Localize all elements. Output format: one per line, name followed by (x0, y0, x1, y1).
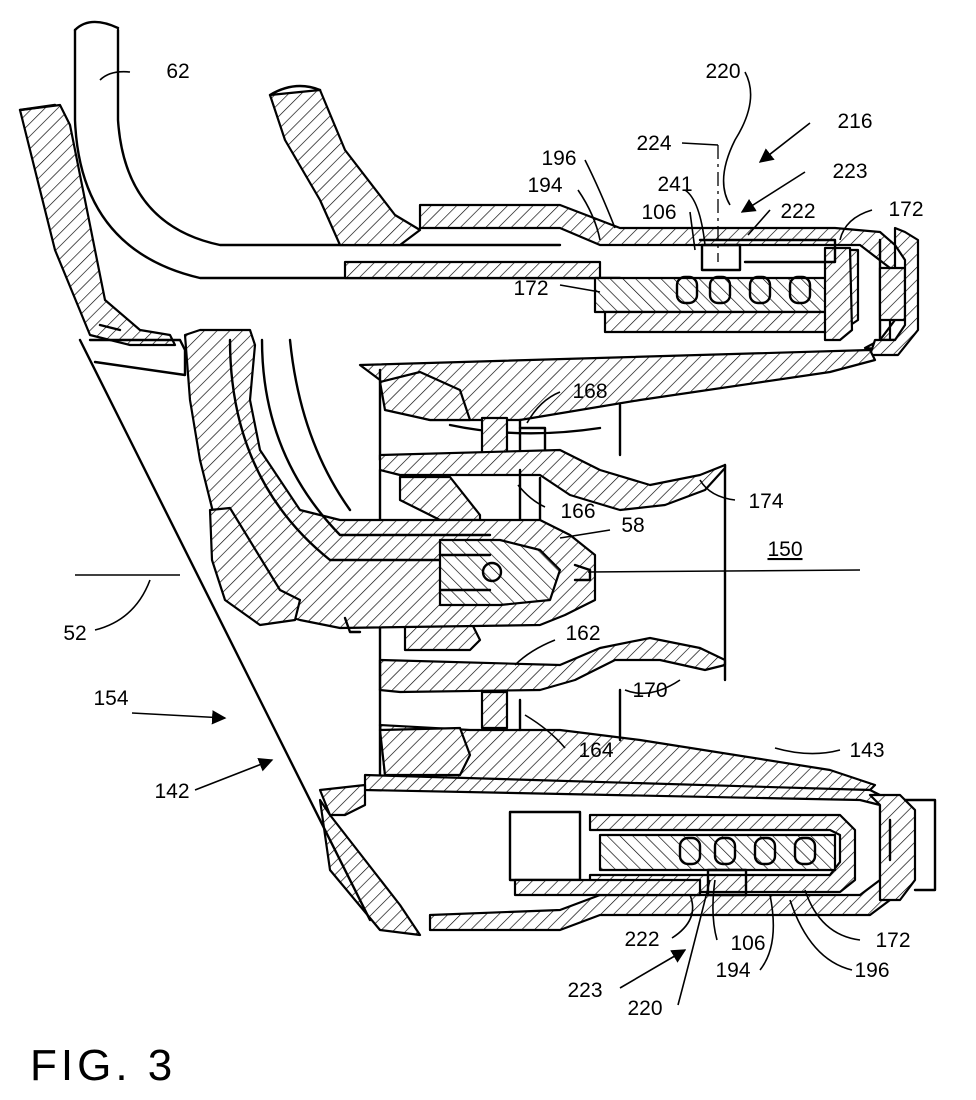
label-220-bottom: 220 (627, 997, 662, 1020)
lower-swirler-assembly (320, 775, 935, 930)
label-223-bottom: 223 (567, 979, 602, 1002)
figure-caption: FIG. 3 (30, 1041, 176, 1090)
label-142: 142 (154, 780, 189, 803)
label-168: 168 (572, 380, 607, 403)
label-106-bottom: 106 (730, 932, 765, 955)
label-172-top-right: 172 (888, 198, 923, 221)
label-224: 224 (636, 132, 671, 155)
label-58: 58 (621, 514, 644, 537)
label-150: 150 (767, 538, 802, 561)
lower-swirl-cup (380, 690, 875, 790)
label-222-top: 222 (780, 200, 815, 223)
label-172-top-left: 172 (513, 277, 548, 300)
label-174: 174 (748, 490, 783, 513)
label-162: 162 (565, 622, 600, 645)
label-143: 143 (849, 739, 884, 762)
label-220-top: 220 (705, 60, 740, 83)
label-222-bottom: 222 (624, 928, 659, 951)
label-196-top: 196 (541, 147, 576, 170)
label-62: 62 (166, 60, 189, 83)
label-241: 241 (657, 173, 692, 196)
label-216: 216 (837, 110, 872, 133)
label-166: 166 (560, 500, 595, 523)
label-172-bottom: 172 (875, 929, 910, 952)
label-194-top: 194 (527, 174, 562, 197)
label-52: 52 (63, 622, 86, 645)
upper-strut (270, 86, 420, 245)
label-170: 170 (632, 679, 667, 702)
label-164: 164 (578, 739, 613, 762)
label-106-top: 106 (641, 201, 676, 224)
label-194-bottom: 194 (715, 959, 750, 982)
upper-swirl-cup (360, 350, 875, 460)
label-196-bottom: 196 (854, 959, 889, 982)
label-154: 154 (93, 687, 128, 710)
upper-swirler-assembly (345, 205, 918, 355)
label-223-top: 223 (832, 160, 867, 183)
